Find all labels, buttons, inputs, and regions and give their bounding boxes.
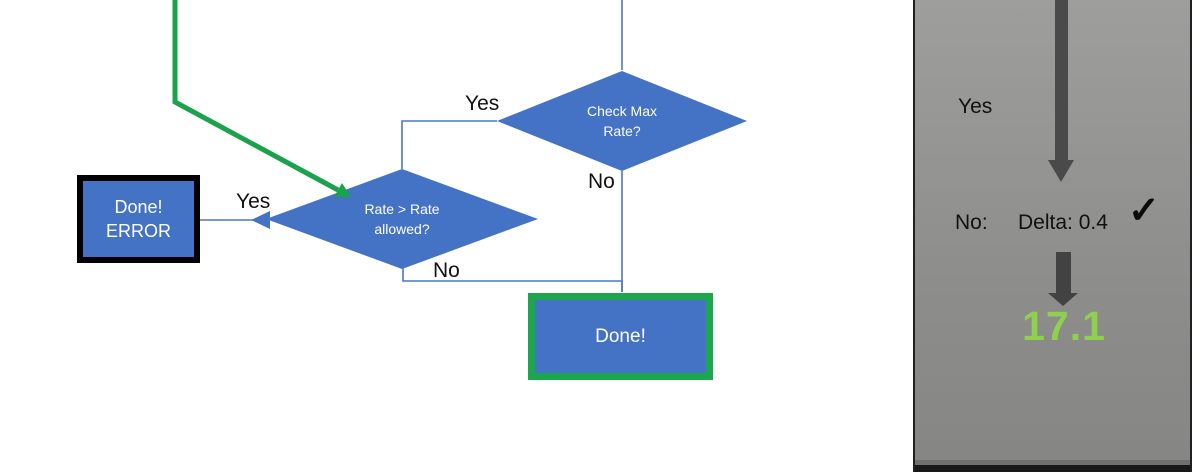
side-panel: Yes No: Delta: 0.4 ✓ 17.1 <box>913 0 1192 472</box>
down-arrow-icon <box>1048 252 1078 306</box>
down-arrow-head <box>1048 160 1074 182</box>
green-flow-arrow-icon <box>172 0 351 197</box>
decision-rate-allowed: Rate > Rate allowed? <box>266 169 538 269</box>
terminal-done-error-label: Done! ERROR <box>105 196 171 241</box>
edge-label-check-max-no: No <box>588 170 615 193</box>
down-arrow-shaft <box>1054 0 1068 160</box>
down-arrow-shaft <box>1055 252 1071 293</box>
panel-yes-label: Yes <box>958 95 993 118</box>
edge-label-rate-allowed-no: No <box>433 259 460 282</box>
terminal-done: Done! <box>528 293 713 380</box>
terminal-done-error: Done! ERROR <box>77 175 200 263</box>
down-arrow-head <box>1048 293 1078 306</box>
decision-check-max-rate-label: Check Max Rate? <box>586 102 658 139</box>
edge-label-rate-allowed-yes: Yes <box>236 190 271 213</box>
terminal-done-label: Done! <box>595 325 646 347</box>
panel-delta-value: Delta: 0.4 <box>1018 211 1108 234</box>
panel-no-label: No: <box>955 211 988 234</box>
down-arrow-icon <box>1048 0 1074 182</box>
result-value: 17.1 <box>1022 303 1106 349</box>
checkmark-icon: ✓ <box>1128 190 1160 232</box>
edge-label-check-max-yes: Yes <box>465 92 500 115</box>
panel-bottom-shade <box>915 460 1190 465</box>
decision-check-max-rate: Check Max Rate? <box>497 71 747 171</box>
panel-bottom-border <box>915 465 1190 472</box>
decision-rate-allowed-label: Rate > Rate allowed? <box>364 200 440 237</box>
